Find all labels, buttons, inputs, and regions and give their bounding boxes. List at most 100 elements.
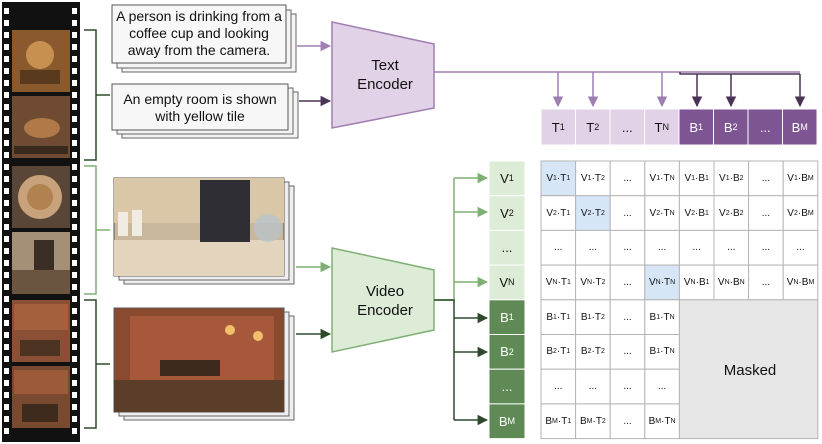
film-hole: [4, 212, 9, 218]
film-hole: [72, 404, 77, 410]
film-hole: [4, 140, 9, 146]
film-hole: [4, 20, 9, 26]
film-hole: [72, 56, 77, 62]
text-token-label: ...: [759, 119, 771, 135]
text-token-box: [678, 108, 714, 146]
matrix-cell-label: ...: [623, 311, 632, 323]
matrix-cell: [575, 195, 611, 231]
matrix-cell-label: ...: [761, 207, 771, 219]
film-hole: [4, 356, 9, 362]
film-hole: [72, 344, 77, 350]
film-hole: [72, 236, 77, 242]
film-hole: [4, 368, 9, 374]
matrix-cell: [609, 160, 646, 197]
film-hole: [4, 200, 9, 206]
matrix-cell: [540, 264, 577, 301]
matrix-cell: [678, 195, 715, 231]
matrix-cell-label: ...: [554, 381, 563, 393]
matrix-cell: [609, 403, 646, 440]
film-hole: [72, 296, 77, 302]
film-hole: [4, 164, 9, 170]
film-hole: [72, 68, 77, 74]
film-hole: [4, 380, 9, 386]
matrix-cell: [644, 195, 680, 231]
film-hole: [72, 380, 77, 386]
matrix-cell-label: ...: [623, 172, 632, 184]
matrix-cell-label: ...: [657, 242, 667, 254]
film-hole: [4, 104, 9, 110]
film-hole: [72, 200, 77, 206]
film-hole: [72, 284, 77, 290]
matrix-cell: [575, 229, 611, 266]
film-hole: [72, 164, 77, 170]
film-hole: [72, 44, 77, 50]
matrix-cell: [678, 264, 715, 301]
matrix-cell: [644, 403, 680, 440]
video-token-box: [488, 264, 526, 301]
film-hole: [4, 332, 9, 338]
matrix-cell-label: ...: [588, 242, 598, 254]
film-hole: [72, 368, 77, 374]
film-hole: [4, 92, 9, 98]
matrix-cell: [644, 334, 680, 370]
matrix-cell-label: ...: [623, 207, 632, 219]
film-hole: [4, 296, 9, 302]
film-hole: [4, 116, 9, 122]
film-hole: [4, 320, 9, 326]
film-hole: [72, 308, 77, 314]
video-frame-stack-1: [113, 177, 295, 285]
matrix-cell-label: ...: [657, 381, 667, 393]
text-encoder-shape: [331, 21, 435, 129]
film-hole: [4, 344, 9, 350]
text-token-label: ...: [621, 119, 633, 135]
video-token-box: [488, 299, 526, 335]
caption-text-2: An empty room is shown with yellow tile: [123, 91, 277, 124]
caption-card-2: [111, 83, 299, 139]
film-hole: [72, 8, 77, 14]
film-hole: [72, 152, 77, 158]
film-hole: [4, 152, 9, 158]
film-hole: [72, 176, 77, 182]
matrix-cell-label: ...: [623, 415, 632, 427]
matrix-cell: [644, 229, 680, 266]
masked-region-label: Masked: [723, 361, 777, 379]
matrix-cell: [782, 229, 819, 266]
film-hole: [72, 32, 77, 38]
text-token-box: [747, 108, 783, 146]
matrix-cell: [782, 195, 819, 231]
matrix-cell-label: ...: [692, 242, 701, 254]
film-hole: [4, 44, 9, 50]
film-hole: [72, 140, 77, 146]
video-encoder-label: Video Encoder: [357, 283, 413, 319]
film-hole: [72, 116, 77, 122]
film-hole: [4, 188, 9, 194]
video-token-box: [488, 195, 526, 231]
matrix-cell-label: ...: [761, 172, 771, 184]
film-hole: [72, 80, 77, 86]
video-encoder-outputs: [434, 172, 489, 426]
film-frame-2: [12, 96, 70, 158]
bracket-group-1: [84, 29, 110, 429]
matrix-cell: [575, 368, 611, 405]
film-hole: [72, 392, 77, 398]
film-hole: [4, 32, 9, 38]
film-hole: [72, 212, 77, 218]
film-hole: [4, 56, 9, 62]
film-hole: [72, 356, 77, 362]
film-hole: [72, 260, 77, 266]
matrix-cell-label: ...: [623, 276, 632, 288]
matrix-cell: [609, 368, 646, 405]
matrix-cell-label: ...: [761, 242, 771, 254]
